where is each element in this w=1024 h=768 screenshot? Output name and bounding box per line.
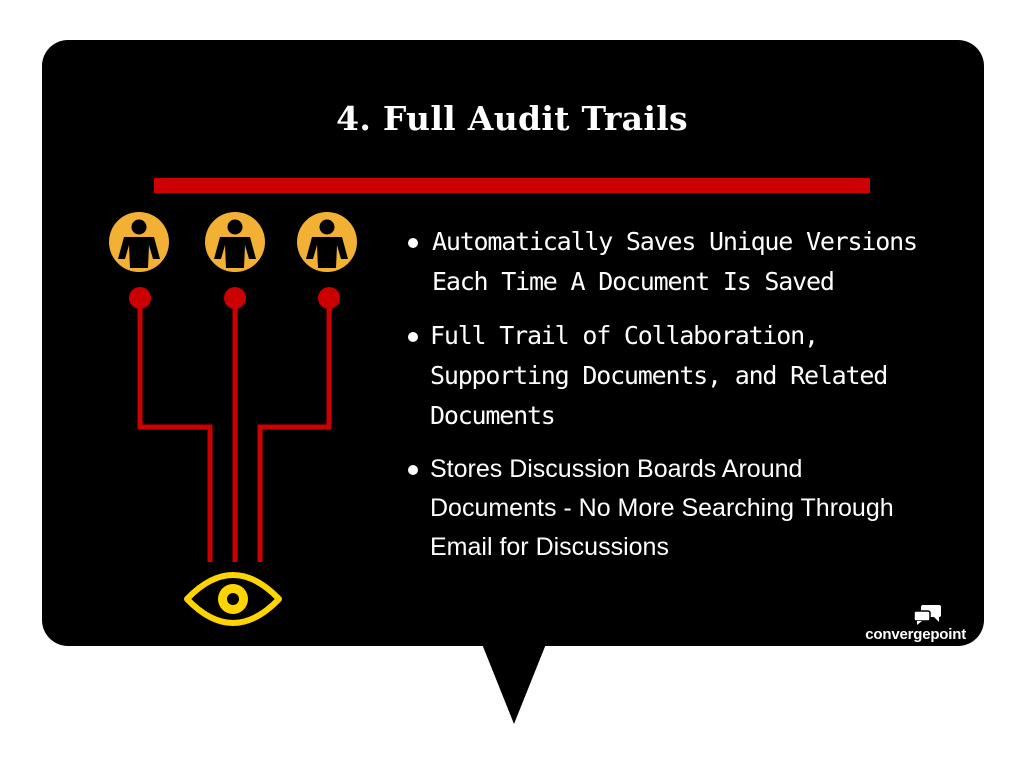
person-icon: [109, 212, 169, 272]
connector-nodes: [129, 287, 340, 309]
person-icon: [205, 212, 265, 272]
person-icon: [297, 212, 357, 272]
list-item: Full Trail of Collaboration, Supporting …: [400, 316, 920, 436]
connector-left: [137, 300, 213, 562]
title-divider: [154, 178, 870, 193]
feature-list: Automatically Saves Unique Versions Each…: [400, 222, 920, 567]
list-item-text: Automatically Saves Unique Versions Each…: [432, 227, 918, 296]
chat-bubbles-icon: [913, 605, 941, 625]
bullet-dot: [408, 238, 418, 248]
bullet-dot: [408, 332, 418, 342]
node-middle: [224, 287, 246, 309]
list-item: Stores Discussion Boards Around Document…: [400, 450, 920, 567]
page-title: 4. Full Audit Trails: [336, 99, 688, 138]
list-item-text: Stores Discussion Boards Around Document…: [430, 455, 894, 561]
list-item-text: Full Trail of Collaboration, Supporting …: [430, 321, 888, 430]
brand-name: convergepoint: [865, 626, 966, 643]
bullet-dot: [408, 465, 418, 475]
brand-logo: convergepoint: [848, 604, 966, 644]
connector-right: [257, 300, 332, 562]
list-item: Automatically Saves Unique Versions Each…: [400, 222, 920, 302]
speech-bubble: [42, 40, 984, 646]
node-right: [318, 287, 340, 309]
node-left: [129, 287, 151, 309]
eye-icon: [184, 572, 282, 626]
connector-lines: [137, 300, 332, 562]
speech-bubble-tail: [482, 644, 546, 724]
